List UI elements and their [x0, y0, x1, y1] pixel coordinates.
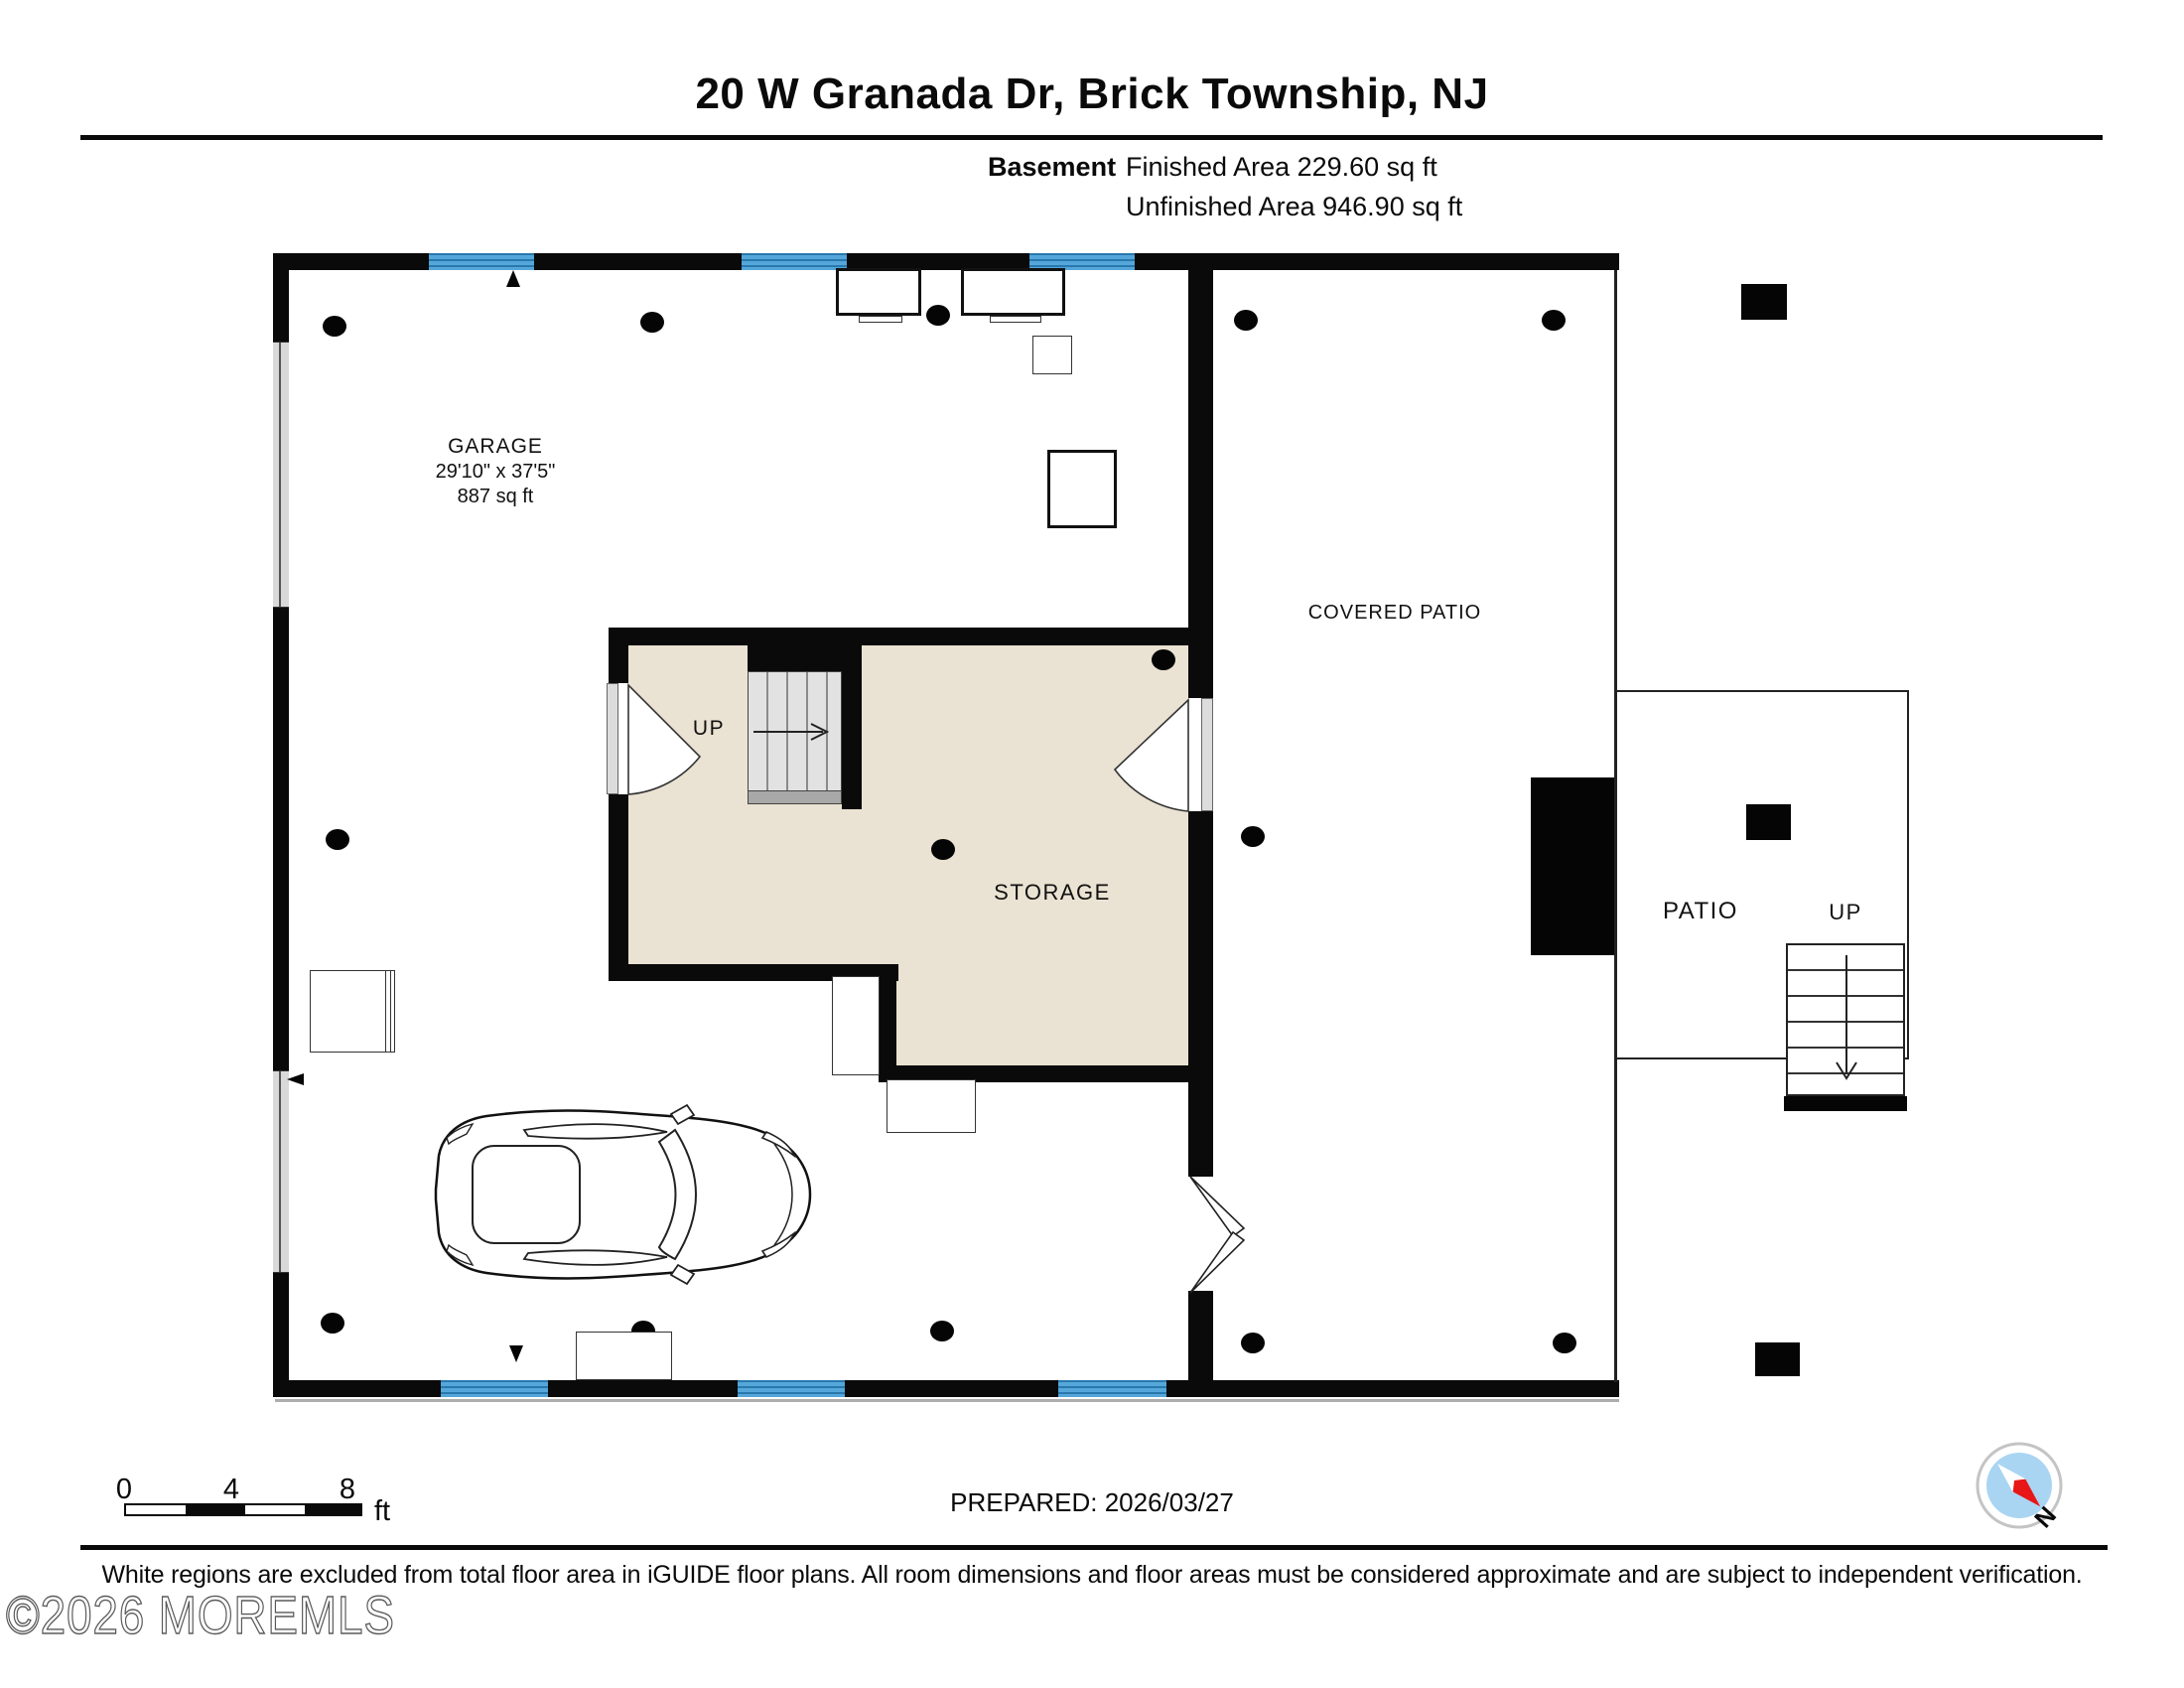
- compass-icon: [1976, 1442, 2063, 1529]
- window-bottom-2: [736, 1380, 847, 1397]
- utility-box-1-tab: [859, 316, 902, 323]
- finished-area-label: Finished Area 229.60 sq ft: [1126, 152, 1437, 182]
- garage-room-label: GARAGE 29'10" x 37'5" 887 sq ft: [386, 435, 605, 508]
- storage-left-door-slab: [607, 683, 618, 794]
- post-dot: [1152, 649, 1175, 670]
- window-top-3: [1027, 253, 1137, 270]
- chimney-block: [1531, 777, 1614, 955]
- prepared-date: PREPARED: 2026/03/27: [950, 1487, 1234, 1517]
- storage-room-fill: [628, 645, 1188, 964]
- door-direction-up-icon: [506, 270, 520, 287]
- storage-room-fill-lower: [896, 964, 1188, 1065]
- post-dot: [323, 316, 346, 337]
- wall-divider-lower: [1188, 1291, 1213, 1382]
- utility-box-2: [961, 268, 1065, 316]
- post-dot: [640, 312, 664, 333]
- divider-double-door-icon: [1189, 1176, 1246, 1294]
- storage-room-label: STORAGE: [994, 880, 1111, 905]
- wall-storage-top: [609, 628, 1213, 645]
- exterior-post-1: [1741, 284, 1787, 320]
- wall-bottom-shadow: [275, 1399, 1619, 1402]
- wall-top: [275, 253, 1619, 270]
- garage-cabinet-detail: [385, 971, 391, 1052]
- door-direction-down-icon: [509, 1345, 523, 1362]
- window-top-2: [740, 253, 849, 270]
- exterior-post-2: [1755, 1342, 1800, 1376]
- post-dot: [1542, 310, 1566, 331]
- storage-south-box-2: [887, 1079, 976, 1133]
- wall-divider-upper: [1188, 270, 1213, 628]
- window-bottom-3: [1056, 1380, 1168, 1397]
- wall-storage-bottom-left: [609, 964, 898, 981]
- storage-stairs-direction-arrow-icon: [753, 723, 830, 741]
- patio-stairs-base: [1784, 1096, 1907, 1111]
- garage-door-opening-2: [273, 1070, 289, 1273]
- scale-tick-8: 8: [339, 1474, 356, 1505]
- bottom-stoop-box: [576, 1332, 672, 1380]
- patio-outline: [1614, 690, 1909, 1059]
- title-underline: [80, 135, 2103, 140]
- scale-tick-0: 0: [115, 1474, 133, 1505]
- storage-stairs-landing: [748, 790, 842, 804]
- storage-right-door-slab: [1201, 698, 1213, 811]
- patio-stairs-up-label: UP: [1829, 900, 1862, 924]
- post-dot: [930, 1321, 954, 1341]
- garage-cabinet: [310, 970, 395, 1053]
- page-title: 20 W Granada Dr, Brick Township, NJ: [695, 70, 1489, 118]
- footer-divider: [80, 1545, 2108, 1550]
- patio-label: PATIO: [1663, 898, 1738, 924]
- scale-tick-4: 4: [222, 1474, 240, 1505]
- utility-box-1: [836, 268, 921, 316]
- post-dot: [926, 305, 950, 326]
- patio-stairs-direction-arrow-icon: [1836, 955, 1857, 1080]
- post-dot: [321, 1313, 344, 1334]
- wall-stair-side: [842, 645, 862, 809]
- post-dot: [1241, 826, 1265, 847]
- watermark: ©2026 MOREMLS: [5, 1585, 395, 1645]
- scale-bar: [124, 1503, 362, 1516]
- garage-door-opening-1: [273, 342, 289, 608]
- covered-patio-label: COVERED PATIO: [1307, 602, 1482, 624]
- storage-right-door-swing-icon: [1113, 698, 1189, 812]
- wall-storage-bottom-right: [879, 1065, 1213, 1082]
- storage-south-box-1: [832, 976, 880, 1075]
- wall-storage-step: [879, 964, 896, 1082]
- wall-divider-mid: [1188, 1082, 1213, 1179]
- post-dot: [931, 839, 955, 860]
- scale-unit-label: ft: [374, 1495, 391, 1527]
- wall-bottom: [275, 1380, 1619, 1397]
- patio-post: [1746, 804, 1791, 840]
- window-bottom-1: [439, 1380, 550, 1397]
- disclaimer-text: White regions are excluded from total fl…: [101, 1561, 2083, 1589]
- post-dot: [1241, 1333, 1265, 1353]
- utility-box-2-tab: [990, 316, 1041, 323]
- car-icon: [434, 1103, 812, 1285]
- window-top-1: [427, 253, 536, 270]
- post-dot: [1553, 1333, 1576, 1353]
- unfinished-area-label: Unfinished Area 946.90 sq ft: [1126, 192, 1463, 221]
- door-direction-left-icon: [287, 1073, 304, 1085]
- large-box: [1047, 450, 1117, 528]
- storage-stairs-up-label: UP: [692, 717, 726, 740]
- garage-area: 887 sq ft: [457, 486, 534, 507]
- garage-dimensions: 29'10" x 37'5": [435, 461, 556, 483]
- post-dot: [1234, 310, 1258, 331]
- small-box: [1032, 336, 1072, 374]
- floor-label: Basement: [988, 152, 1117, 182]
- storage-left-door-swing-icon: [627, 683, 702, 795]
- garage-name: GARAGE: [448, 435, 543, 458]
- post-dot: [326, 829, 349, 850]
